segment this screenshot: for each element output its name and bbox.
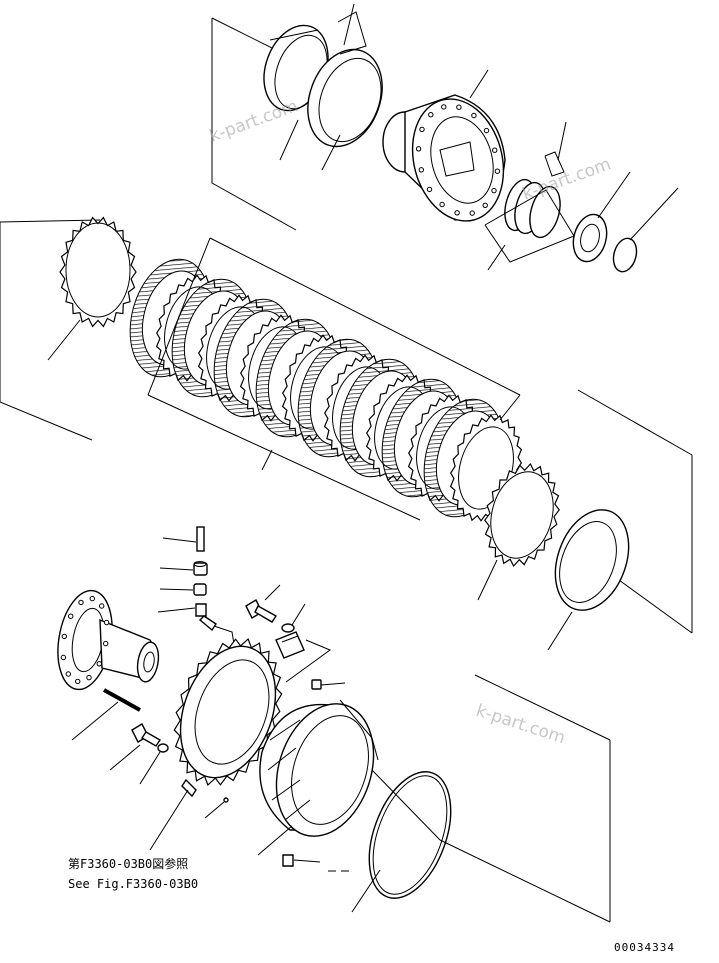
leaders-top-left [279,3,367,171]
hub-bolt-hole [491,187,497,194]
hub-bolt-hole [415,146,422,152]
o-ring-large [351,771,452,913]
flange-bolt-hole [86,674,92,681]
flange-bolt-hole [68,613,74,619]
reference-note-en: See Fig.F3360-03B0 [68,877,198,891]
piston-seal-ring [307,48,383,148]
pin [162,526,205,552]
hub-bolt-hole [492,147,498,153]
bolt [245,584,281,623]
sleeve [159,583,207,596]
hex-bolt [109,723,161,771]
flange-bolt-hole [89,595,96,602]
hub-bolt-hole [426,186,433,193]
flange-bolt-hole [103,640,109,647]
seal-ring-pair [484,121,575,271]
hub-bolt-hole [482,202,488,209]
flange-bolt-hole [78,599,84,606]
snap-ring-small [612,187,679,273]
stud-bolt [71,688,141,741]
clutch-disc-outer-right [477,462,560,601]
hub-bolt-hole [454,210,460,216]
hub-bolt-hole [428,112,434,118]
flange-bolt-hole [60,654,67,661]
hub-bolt-hole [483,127,490,134]
drawing-code: 00034334 [614,941,675,954]
input-shaft-flange [57,589,160,691]
plate-stack-leaders [147,237,521,521]
hub-bolt-hole [439,201,445,208]
bottom-frame [371,674,611,923]
plug [311,679,346,690]
watermark-2: k-part.com [520,154,614,204]
hub-bolt-hole [494,168,501,174]
flange-bolt-hole [99,603,105,609]
hub-bolt-hole [419,126,425,133]
clutch-disc-outer-left [47,216,137,361]
nut [282,854,349,872]
washer [281,603,306,633]
plain-washer [139,743,169,785]
bracket [275,631,332,683]
watermark-3: k-part.com [473,701,567,749]
flange-bolt-hole [65,671,72,677]
reference-note-jp: 第F3360-03B0図参照 [68,856,188,871]
clutch-pack-frame [0,219,693,634]
elbow-fitting [157,603,236,651]
bushing [159,561,208,576]
housing-hub [382,69,506,222]
hub-bolt-hole [471,112,477,119]
flange-bolt-hole [103,619,110,626]
watermark-1: k-part.com [207,96,301,146]
bearing [572,171,631,263]
hub-bolt-hole [469,210,475,216]
hub-bolt-hole [441,104,447,110]
hub-bolt-hole [456,104,462,110]
flange-bolt-hole [75,678,81,685]
clutch-drum [204,699,379,856]
hub-bolt-hole [418,167,424,173]
flange-bolt-hole [61,633,68,640]
flange-bolt-hole [96,661,103,667]
thrust-plate [547,509,630,651]
ring-gear-carrier [149,637,283,851]
clutch-plate-stack [129,258,523,522]
